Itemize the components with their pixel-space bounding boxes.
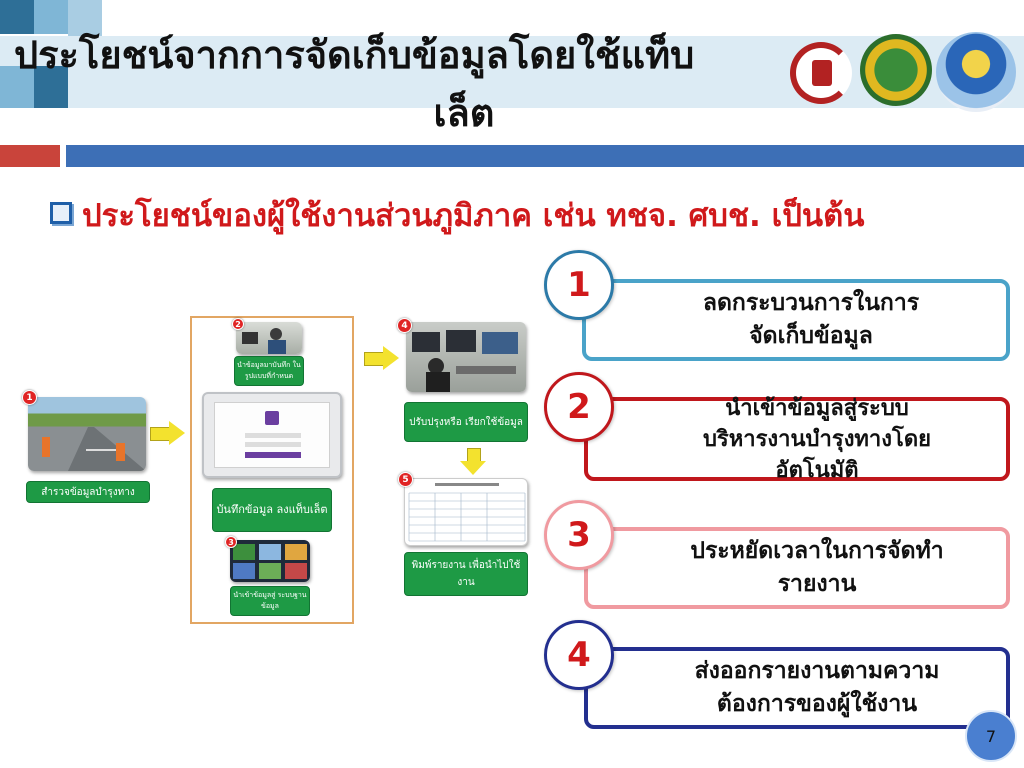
step-label: บันทึกข้อมูล ลงแท็บเล็ต bbox=[212, 488, 332, 532]
benefit-text: ลดกระบวนการในการ จัดเก็บข้อมูล bbox=[703, 287, 919, 353]
app-icon bbox=[265, 411, 279, 425]
slide-title: ประโยชน์จากการจัดเก็บข้อมูลโดยใช้แท็บ เล… bbox=[14, 26, 914, 142]
screens-illustration bbox=[233, 544, 307, 579]
step-number-badge: 1 bbox=[22, 390, 37, 405]
benefit-number-2: 2 bbox=[544, 372, 614, 442]
benefit-text-line: ลดกระบวนการในการ bbox=[702, 290, 920, 316]
step-label: สำรวจข้อมูลบำรุงทาง bbox=[26, 481, 150, 503]
survey-workers-illustration bbox=[42, 427, 146, 471]
report-printout-image bbox=[404, 478, 528, 546]
department-emblem-logo bbox=[936, 32, 1016, 112]
header-band bbox=[0, 36, 1024, 108]
benefit-text: ประหยัดเวลาในการจัดทำ รายงาน bbox=[690, 535, 943, 601]
benefit-text-line: ส่งออกรายงานตามความ bbox=[694, 658, 940, 684]
step-label: ปรับปรุงหรือ เรียกใช้ข้อมูล bbox=[404, 402, 528, 442]
control-room-photo bbox=[406, 322, 526, 392]
benefit-text-line: ประหยัดเวลาในการจัดทำ bbox=[690, 538, 944, 564]
title-line-1: ประโยชน์จากการจัดเก็บข้อมูลโดยใช้แท็บ bbox=[14, 33, 695, 77]
benefit-text-line: จัดเก็บข้อมูล bbox=[749, 323, 873, 349]
report-table-illustration bbox=[408, 483, 526, 542]
benefit-box-4: ส่งออกรายงานตามความ ต้องการของผู้ใช้งาน bbox=[584, 647, 1010, 729]
step-number-badge: 2 bbox=[232, 318, 244, 330]
step-label: พิมพ์รายงาน เพื่อนำไปใช้งาน bbox=[404, 552, 528, 596]
login-field bbox=[245, 442, 301, 447]
office-illustration bbox=[242, 328, 286, 354]
header-decor-square bbox=[68, 0, 102, 36]
benefit-number-3: 3 bbox=[544, 500, 614, 570]
header-decor-square bbox=[0, 0, 34, 34]
subtitle: ประโยชน์ของผู้ใช้งานส่วนภูมิภาค เช่น ทชจ… bbox=[50, 190, 1010, 242]
flow-arrow-right bbox=[364, 346, 400, 370]
step-number-badge: 5 bbox=[398, 472, 413, 487]
subtitle-text: ประโยชน์ของผู้ใช้งานส่วนภูมิภาค เช่น ทชจ… bbox=[82, 198, 865, 234]
department-logo-red bbox=[790, 42, 852, 104]
benefit-box-2: นำเข้าข้อมูลสู่ระบบ บริหารงานบำรุงทางโดย… bbox=[584, 396, 1010, 483]
data-entry-photo bbox=[236, 322, 302, 354]
step-label: นำเข้าข้อมูลสู่ ระบบฐานข้อมูล bbox=[230, 586, 310, 616]
control-room-illustration bbox=[412, 330, 518, 392]
step-number-badge: 4 bbox=[397, 318, 412, 333]
flow-arrow-down bbox=[460, 448, 486, 476]
flow-arrow-right bbox=[150, 421, 186, 445]
benefit-text: นำเข้าข้อมูลสู่ระบบ บริหารงานบำรุงทางโดย… bbox=[703, 393, 931, 486]
login-field bbox=[245, 433, 301, 438]
header-decor-square bbox=[34, 66, 68, 108]
database-screens-photo bbox=[230, 540, 310, 582]
benefit-box-1: ลดกระบวนการในการ จัดเก็บข้อมูล bbox=[582, 279, 1010, 361]
title-line-2: เล็ต bbox=[433, 91, 495, 135]
tablet-screen bbox=[214, 402, 330, 468]
benefit-text-line: รายงาน bbox=[777, 571, 857, 597]
tablet-image bbox=[202, 392, 342, 478]
benefit-text: ส่งออกรายงานตามความ ต้องการของผู้ใช้งาน bbox=[695, 655, 940, 721]
benefit-number-1: 1 bbox=[544, 250, 614, 320]
step-number-badge: 3 bbox=[225, 536, 237, 548]
header-rule-blue bbox=[66, 145, 1024, 167]
header-decor-square bbox=[0, 66, 34, 108]
benefit-text-line: บริหารงานบำรุงทางโดย bbox=[702, 426, 932, 452]
ministry-seal-logo bbox=[860, 34, 932, 106]
road-survey-photo bbox=[28, 397, 146, 471]
header-rule-red bbox=[0, 145, 60, 167]
step-label: นำข้อมูลมาบันทึก ในรูปแบบที่กำหนด bbox=[234, 356, 304, 386]
login-button bbox=[245, 452, 301, 458]
benefit-text-line: อัตโนมัติ bbox=[775, 457, 859, 483]
header-decor-square bbox=[34, 0, 68, 34]
benefit-text-line: นำเข้าข้อมูลสู่ระบบ bbox=[725, 395, 909, 421]
benefit-box-3: ประหยัดเวลาในการจัดทำ รายงาน bbox=[584, 527, 1010, 609]
checkbox-bullet-icon bbox=[50, 202, 72, 224]
benefit-number-4: 4 bbox=[544, 620, 614, 690]
benefit-text-line: ต้องการของผู้ใช้งาน bbox=[716, 691, 918, 717]
page-number: 7 bbox=[965, 710, 1017, 762]
